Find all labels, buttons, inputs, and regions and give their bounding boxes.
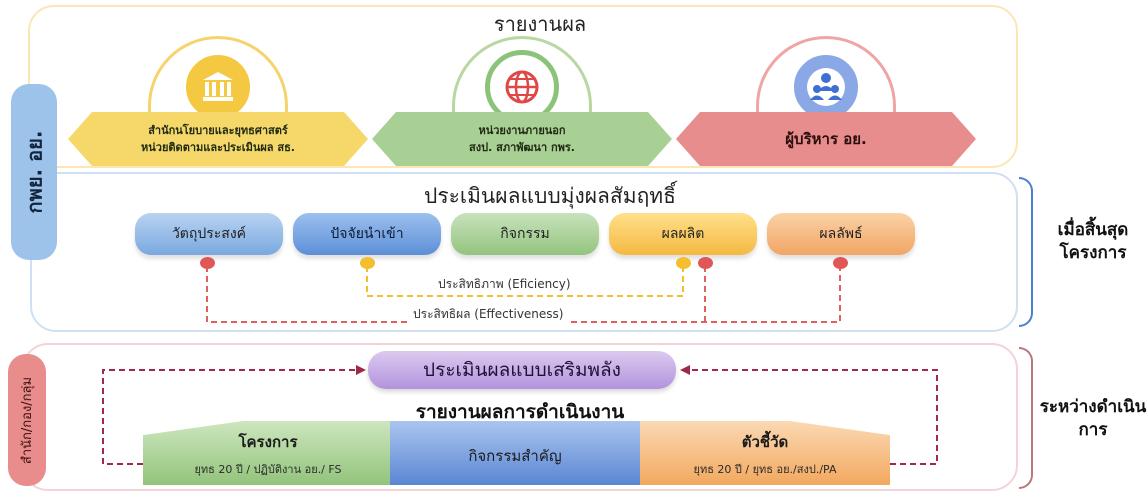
recipient-line1: ผู้บริหาร อย.	[785, 129, 867, 148]
right-arrow-head	[680, 365, 690, 375]
stage-objective: วัตถุประสงค์	[135, 213, 283, 255]
effectiveness-label: ประสิทธิผล (Effectiveness)	[407, 305, 570, 324]
phase-during-bracket	[1019, 347, 1033, 489]
key-activity-block	[390, 421, 640, 485]
bank-icon	[203, 72, 233, 101]
efficiency-label: ประสิทธิภาพ (Eficiency)	[432, 275, 577, 294]
indicator-title: ตัวชี้วัด	[741, 433, 789, 451]
recipient-line1: หน่วยงานภายนอก	[478, 124, 566, 137]
unit-label-pill: สำนัก/กอง/กลุ่ม	[8, 354, 46, 486]
stage-activity: กิจกรรม	[451, 213, 599, 255]
project-block	[143, 421, 393, 485]
left-loop-dashed-line	[102, 369, 358, 465]
recipient-label-hexagon: ผู้บริหาร อย.	[676, 112, 976, 166]
outcome-connector-dot	[833, 257, 848, 269]
recipient-external-agency: หน่วยงานภายนอก สงป. สภาพัฒนา กพร.	[372, 36, 672, 166]
indicator-block	[640, 421, 890, 485]
left-arrow-head	[356, 365, 366, 375]
stage-outcome: ผลลัพธ์	[767, 213, 915, 255]
input-connector-dot	[360, 257, 375, 269]
operations-report-title: รายงานผลการดำเนินงาน	[415, 401, 625, 423]
outcome-evaluation-title: ประเมินผลแบบมุ่งผลสัมฤทธิ์	[424, 184, 676, 208]
org-label-pill: กพย. อย.	[11, 84, 57, 260]
phase-end-label: เมื่อสิ้นสุดโครงการ	[1057, 220, 1129, 263]
stage-output: ผลผลิต	[609, 213, 757, 255]
recipient-icon-circle	[181, 50, 255, 124]
objective-connector-dot	[200, 257, 215, 269]
recipient-policy-bureau: สำนักนโยบายและยุทธศาสตร์ หน่วยติดตามและป…	[68, 36, 368, 166]
recipient-line1: สำนักนโยบายและยุทธศาสตร์	[148, 124, 288, 137]
project-title: โครงการ	[238, 433, 298, 451]
org-label: กพย. อย.	[22, 130, 46, 214]
recipient-line2: หน่วยติดตามและประเมินผล สธ.	[141, 141, 295, 154]
empowerment-evaluation: ประเมินผลแบบเสริมพลัง	[368, 351, 676, 389]
recipient-label-hexagon: สำนักนโยบายและยุทธศาสตร์ หน่วยติดตามและป…	[68, 112, 368, 166]
recipient-label-hexagon: หน่วยงานภายนอก สงป. สภาพัฒนา กพร.	[372, 112, 672, 166]
output-effectiveness-dot	[698, 257, 713, 269]
output-efficiency-dot	[676, 257, 691, 269]
globe-icon	[505, 70, 539, 104]
recipient-arch	[452, 36, 592, 146]
indicator-subtitle: ยุทธ 20 ปี / ยุทธ อย./สงป./PA	[693, 463, 837, 476]
project-subtitle: ยุทธ 20 ปี / ปฏิบัติงาน อย./ FS	[194, 463, 342, 476]
phase-end-bracket	[1019, 177, 1033, 327]
unit-label: สำนัก/กอง/กลุ่ม	[20, 376, 36, 464]
recipient-executives: ผู้บริหาร อย.	[676, 36, 976, 166]
recipient-arch	[756, 36, 896, 146]
people-icon	[807, 68, 845, 106]
right-loop-dashed-line	[688, 369, 938, 465]
recipient-line2: สงป. สภาพัฒนา กพร.	[469, 141, 575, 154]
recipient-arch	[148, 36, 288, 146]
key-activity-title: กิจกรรมสำคัญ	[468, 447, 562, 465]
efficiency-dashed-line	[366, 266, 684, 297]
report-title: รายงานผล	[493, 12, 587, 36]
stage-input: ปัจจัยนำเข้า	[293, 213, 441, 255]
phase-during-label: ระหว่างดำเนินการ	[1039, 397, 1147, 440]
